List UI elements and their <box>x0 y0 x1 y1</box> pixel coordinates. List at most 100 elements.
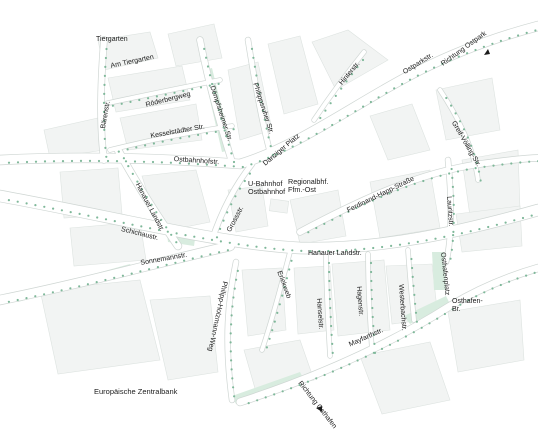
tree-icon <box>288 268 291 271</box>
tree-icon <box>34 160 38 163</box>
tree-icon <box>465 168 468 171</box>
tree-icon <box>61 160 65 163</box>
tree-icon <box>103 92 106 95</box>
tree-icon <box>478 228 481 231</box>
tree-icon <box>215 236 219 239</box>
tree-icon <box>398 243 402 246</box>
block <box>435 77 501 141</box>
tree-icon <box>371 199 374 202</box>
tree-icon <box>407 242 410 245</box>
tree-icon <box>285 277 288 280</box>
tree-icon <box>271 153 275 156</box>
road-sonnemannstr <box>0 241 235 305</box>
tree-icon <box>479 179 482 182</box>
tree-icon <box>225 135 228 138</box>
tree-icon <box>452 234 455 237</box>
tree-icon <box>370 297 373 301</box>
tree-icon <box>450 167 453 171</box>
tree-icon <box>348 363 351 366</box>
tree-icon <box>362 105 365 108</box>
tree-icon <box>340 366 343 369</box>
block <box>359 341 451 415</box>
tree-icon <box>43 160 47 163</box>
tree-icon <box>516 277 519 280</box>
tree-icon <box>452 194 455 197</box>
tree-icon <box>315 226 318 230</box>
tree-icon <box>60 209 64 212</box>
tree-icon <box>449 59 452 62</box>
tree-icon <box>52 160 56 163</box>
tree-icon <box>205 163 208 166</box>
tree-icon <box>533 271 536 274</box>
tree-icon <box>331 123 334 127</box>
tree-icon <box>330 324 333 328</box>
tree-icon <box>147 97 150 100</box>
tree-icon <box>250 47 254 51</box>
tree-icon <box>356 66 359 69</box>
tree-icon <box>396 189 399 192</box>
tree-icon <box>411 266 414 270</box>
tree-icon <box>273 393 276 396</box>
tree-icon <box>330 333 333 336</box>
tree-icon <box>315 132 318 135</box>
tree-icon <box>232 160 236 164</box>
block <box>311 29 389 91</box>
tree-icon <box>88 159 92 162</box>
tree-icon <box>169 161 172 164</box>
tree-icon <box>7 161 11 164</box>
tree-icon <box>264 246 267 249</box>
tree-icon <box>191 257 194 260</box>
tree-icon <box>156 266 159 269</box>
tree-icon <box>371 306 374 310</box>
tree-icon <box>339 214 342 217</box>
tree-icon <box>160 161 163 164</box>
tree-icon <box>393 87 396 90</box>
tree-icon <box>412 331 415 334</box>
tree-icon <box>290 387 293 390</box>
tree-icon <box>466 136 469 139</box>
tree-icon <box>328 279 331 283</box>
tree-icon <box>140 188 144 191</box>
road-grossstr <box>209 161 255 243</box>
platform <box>268 198 290 214</box>
tree-icon <box>483 291 486 294</box>
tree-icon <box>372 246 375 250</box>
tree-icon <box>273 320 276 323</box>
tree-icon <box>328 288 331 292</box>
tree-icon <box>445 96 448 100</box>
tree-icon <box>415 320 418 323</box>
tree-icon <box>291 145 294 148</box>
tree-icon <box>149 227 152 230</box>
tree-icon <box>106 159 110 163</box>
tree-icon <box>227 143 230 146</box>
tree-icon <box>265 346 268 349</box>
tree-icon <box>510 162 513 165</box>
tree-icon <box>474 167 477 170</box>
road-hagenstr <box>366 252 374 352</box>
tree-icon <box>187 162 190 165</box>
label-hanauer-landstr: Hanauer Landstr. <box>308 250 362 257</box>
tree-icon <box>226 249 229 252</box>
tree-icon <box>475 295 478 298</box>
tree-icon <box>175 232 178 235</box>
tree-icon <box>380 195 383 198</box>
tree-icon <box>416 240 419 243</box>
tree-icon <box>508 37 511 40</box>
tree-icon <box>264 396 267 399</box>
tree-icon <box>258 92 261 95</box>
tree-icon <box>451 176 454 179</box>
tree-icon <box>487 225 490 229</box>
tree-icon <box>182 89 185 93</box>
label-osthafen-br: Osthafen- Br. <box>452 298 483 313</box>
green-area <box>432 252 446 290</box>
tree-icon <box>229 332 232 335</box>
tree-icon <box>328 297 331 301</box>
tree-icon <box>267 136 270 139</box>
tree-icon <box>273 247 276 250</box>
tree-icon <box>139 270 142 273</box>
tree-icon <box>508 280 511 283</box>
tree-icon <box>276 311 279 314</box>
tree-icon <box>230 368 233 371</box>
tree-icon <box>113 276 116 279</box>
tree-icon <box>396 339 400 342</box>
